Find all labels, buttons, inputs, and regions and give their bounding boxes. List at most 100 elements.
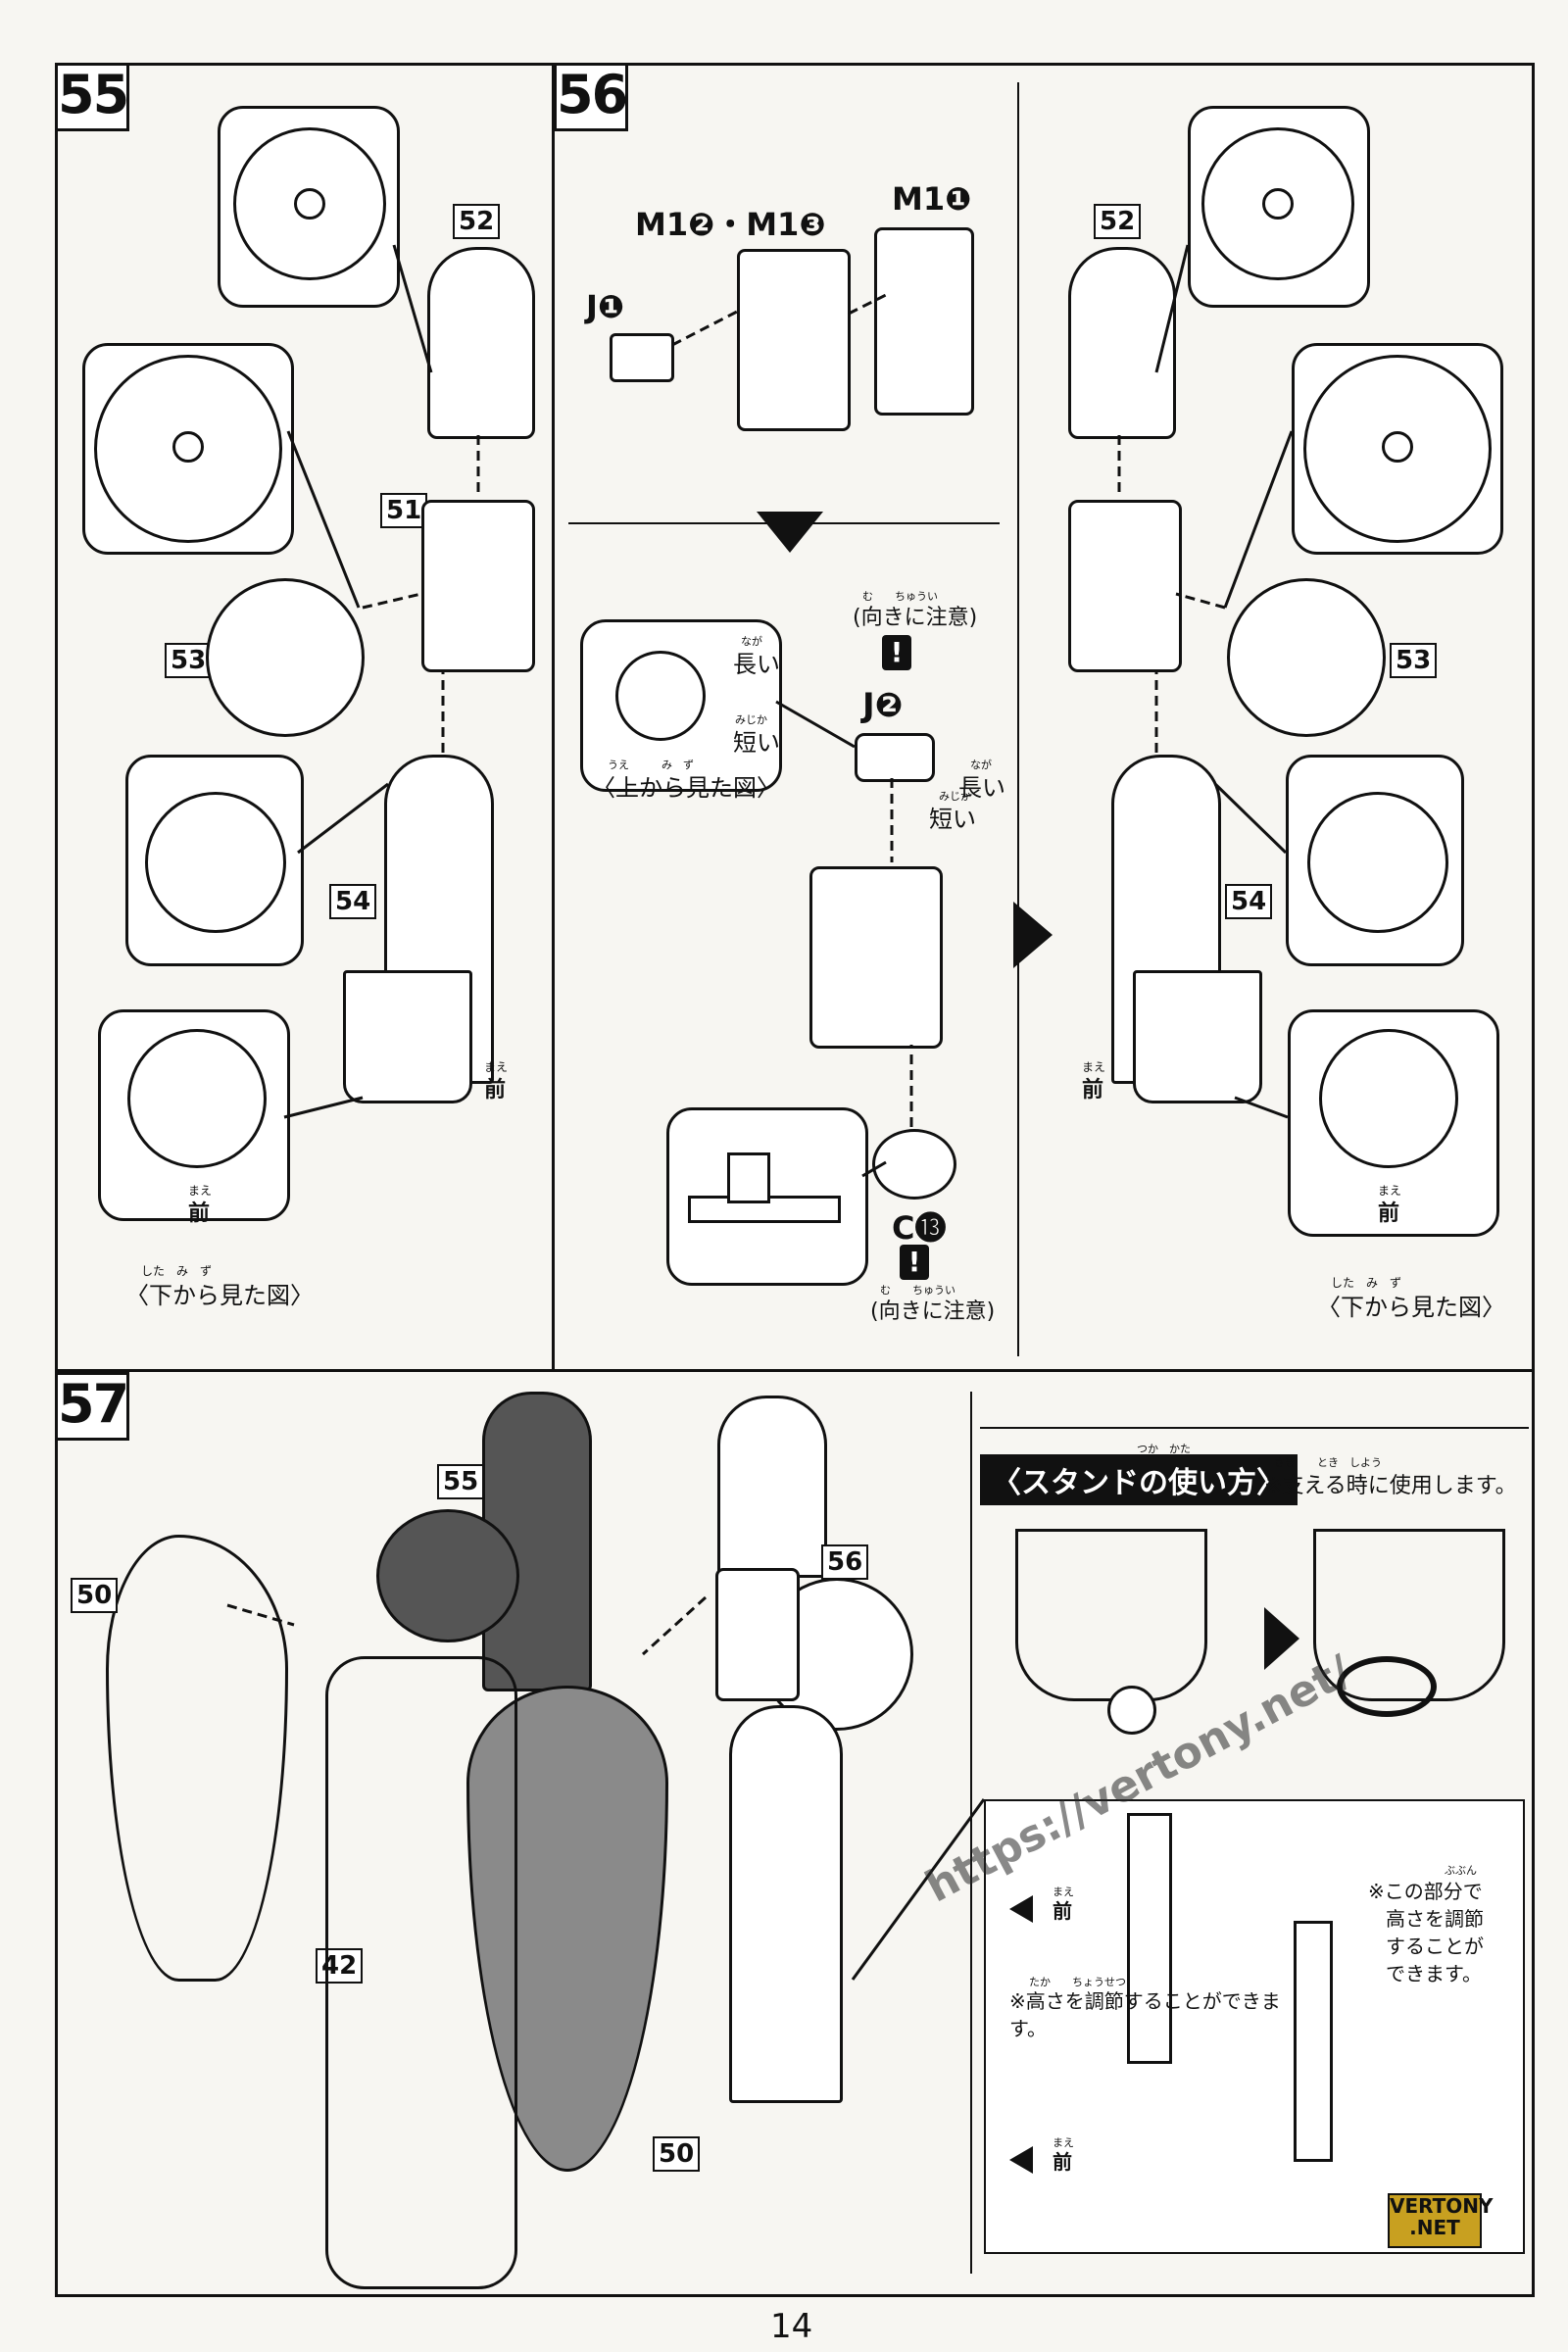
part-tag-51: 51 <box>380 493 428 528</box>
part-tag-53: 53 <box>165 643 213 678</box>
part-52-hole <box>294 188 325 220</box>
part-j2 <box>855 733 935 782</box>
part-tag-52-b: 52 <box>1094 204 1142 239</box>
bottom-view-label-56b: 〈下から見た図〉 <box>1317 1294 1505 1321</box>
divider-56-56b <box>1017 82 1019 1356</box>
stand-adjust-ruby: たか ちょうせつ <box>1029 1976 1126 1988</box>
left-arrow-icon-stand-2 <box>1009 2146 1033 2174</box>
part-54-base <box>343 970 472 1103</box>
stand-title-ruby: つか かた <box>1137 1443 1191 1455</box>
long-label-1: 長い <box>733 651 780 678</box>
stand-front-2: 前 <box>1053 2150 1072 2174</box>
part-54-base-b <box>1133 970 1262 1103</box>
short-ruby-2: みじか <box>939 790 971 803</box>
step-number-55: 55 <box>55 63 129 131</box>
short-label-2: 短い <box>929 806 976 833</box>
divider-top-bottom <box>55 1369 1535 1372</box>
stand-adjust-right-3: することが <box>1386 1935 1484 1958</box>
stand-adjust-right-1: ※この部分で <box>1368 1880 1483 1903</box>
part-m1-assembled <box>809 866 943 1049</box>
part-51-joint <box>421 500 535 672</box>
step-number-57: 57 <box>55 1372 129 1441</box>
short-label-1: 短い <box>733 729 780 757</box>
stand-note: ※支える時に使用します。 <box>1264 1474 1517 1498</box>
part-53-drum <box>206 578 365 737</box>
stand-part-ruby: ぶぶん <box>1445 1864 1477 1877</box>
bottom-view-label-55: 〈下から見た図〉 <box>125 1282 314 1309</box>
part-53-drum-b <box>1227 578 1386 737</box>
long-label-2: 長い <box>958 774 1005 802</box>
part-tag-53-b: 53 <box>1390 643 1438 678</box>
part-m1-2-3 <box>737 249 851 431</box>
part-m1-1 <box>874 227 974 416</box>
logo-line-1: VERTONY <box>1390 2194 1494 2218</box>
part-54-bottom-view <box>127 1029 267 1168</box>
part-j2-top-view <box>615 651 706 741</box>
stand-screw-post-2 <box>1294 1921 1333 2162</box>
front-label-ruby-56b-bottom: まえ <box>1378 1184 1402 1198</box>
top-view-label: 〈上から見た図〉 <box>592 774 780 802</box>
stand-screw-extended <box>1107 1686 1156 1735</box>
part-c13 <box>872 1129 956 1200</box>
short-ruby-1: みじか <box>735 713 767 726</box>
stand-adjust-right-4: できます。 <box>1386 1962 1482 1985</box>
part-56-joint <box>715 1568 800 1701</box>
part-tag-52: 52 <box>453 204 501 239</box>
part-56-cylinder <box>717 1396 827 1578</box>
stand-adjust-left: ※高さを調節することができます。 <box>1009 1989 1281 2040</box>
right-arrow-icon-56 <box>1013 902 1053 968</box>
caution-icon-bottom: ! <box>900 1245 929 1280</box>
part-52-cylinder-b <box>1068 247 1176 439</box>
page-frame <box>55 63 1535 2297</box>
label-m1-2-3: M1❷・M1❸ <box>635 206 826 243</box>
long-ruby-2: なが <box>970 759 992 771</box>
stand-front-ruby-2: まえ <box>1053 2136 1074 2149</box>
part-tag-55: 55 <box>437 1464 485 1499</box>
front-label-56b: 前 <box>1082 1078 1104 1102</box>
divider-stand <box>980 1427 1529 1429</box>
right-arrow-icon-stand <box>1264 1607 1299 1670</box>
part-53-hole <box>172 431 204 463</box>
front-label-ruby-56b: まえ <box>1082 1060 1106 1074</box>
divider-57-stand <box>970 1392 972 2274</box>
part-tag-50-left: 50 <box>71 1578 119 1613</box>
label-j2: J❷ <box>862 686 904 725</box>
stand-screw-post <box>1127 1813 1172 2064</box>
rotate-arrow-icon <box>1337 1656 1437 1717</box>
step-number-56: 56 <box>554 63 628 131</box>
top-view-ruby: うえ み ず <box>608 759 694 771</box>
part-55-dark-drum <box>376 1509 519 1642</box>
part-c13-peg <box>727 1152 770 1203</box>
label-c13: C⓭ <box>892 1209 947 1247</box>
page-number: 14 <box>770 2307 813 2346</box>
front-label-55-bottom: 前 <box>188 1201 211 1226</box>
caution-ruby-top: む ちゅうい <box>862 590 938 603</box>
divider-55-56 <box>552 63 555 1369</box>
part-j1 <box>610 333 674 382</box>
stand-adjust-right-2: 高さを調節 <box>1386 1907 1484 1931</box>
caution-ruby-bottom: む ちゅうい <box>880 1284 956 1297</box>
front-label-ruby-55: まえ <box>484 1060 509 1074</box>
bottom-view-ruby-55: した み ず <box>141 1264 213 1278</box>
caution-label-bottom: (向きに注意) <box>870 1299 996 1324</box>
logo-line-2: .NET <box>1409 2216 1460 2239</box>
stand-note-ruby: さき とき しよう <box>1274 1456 1382 1469</box>
stand-title: 〈スタンドの使い方〉 <box>980 1454 1298 1505</box>
front-label-56b-bottom: 前 <box>1378 1201 1400 1226</box>
part-54-bottom-view-b <box>1319 1029 1458 1168</box>
left-arrow-icon-stand-1 <box>1009 1895 1033 1923</box>
part-53-hole-b <box>1382 431 1413 463</box>
part-tag-50-right: 50 <box>653 2136 701 2172</box>
down-arrow-icon-56 <box>757 512 823 553</box>
part-tag-54-b: 54 <box>1225 884 1273 919</box>
label-j1: J❶ <box>586 288 624 325</box>
front-label-ruby-55-bottom: まえ <box>188 1184 213 1198</box>
part-tag-56: 56 <box>821 1544 869 1580</box>
part-56-long-cylinder <box>729 1705 843 2103</box>
front-label-55: 前 <box>484 1078 507 1102</box>
vertony-logo: VERTONY .NET <box>1388 2193 1494 2248</box>
stand-front-ruby-1: まえ <box>1053 1886 1074 1898</box>
label-m1-1: M1❶ <box>892 180 972 218</box>
caution-icon-top: ! <box>882 635 911 670</box>
